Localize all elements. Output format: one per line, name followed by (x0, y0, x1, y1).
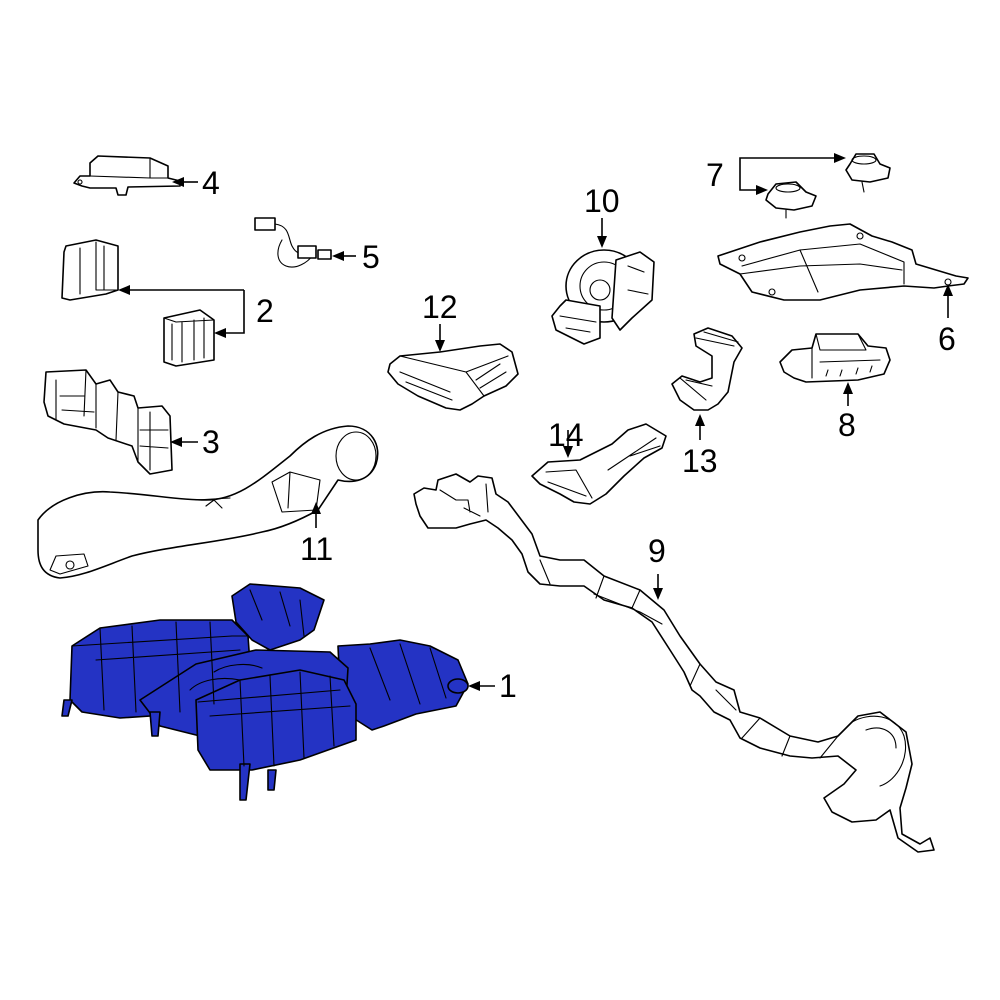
callout-8[interactable]: 8 (838, 407, 856, 443)
callout-12[interactable]: 12 (422, 289, 458, 325)
callout-5[interactable]: 5 (362, 239, 380, 275)
part-4-control-module[interactable] (73, 155, 181, 196)
callout-14[interactable]: 14 (548, 417, 584, 453)
part-12-intake-duct[interactable] (387, 343, 519, 411)
part-11-air-duct[interactable] (37, 425, 379, 579)
part-1-hybrid-battery-assembly[interactable] (61, 583, 469, 801)
part-10-blower-motor[interactable] (551, 249, 655, 345)
callout-6[interactable]: 6 (938, 321, 956, 357)
part-5-wire-harness[interactable] (254, 217, 332, 268)
callout-10[interactable]: 10 (584, 183, 620, 219)
part-3-duct-bracket[interactable] (43, 369, 173, 475)
leader-lines (118, 153, 953, 691)
callout-7[interactable]: 7 (706, 157, 724, 193)
part-9-main-harness[interactable] (413, 473, 935, 853)
callout-2[interactable]: 2 (256, 293, 274, 329)
part-13-outlet-duct[interactable] (671, 327, 743, 411)
callout-9[interactable]: 9 (648, 533, 666, 569)
callout-4[interactable]: 4 (202, 165, 220, 201)
part-7-mounts[interactable] (765, 153, 891, 219)
callout-3[interactable]: 3 (202, 424, 220, 460)
callout-1[interactable]: 1 (499, 668, 517, 704)
callout-13[interactable]: 13 (682, 443, 718, 479)
part-2-brackets[interactable] (61, 239, 215, 367)
part-8-relay-block[interactable] (779, 333, 891, 383)
callout-11[interactable]: 11 (300, 531, 333, 567)
part-14-duct[interactable] (531, 423, 667, 505)
callout-numbers: 1 2 3 4 5 6 7 8 9 10 11 12 13 14 (202, 157, 956, 704)
part-6-plate[interactable] (717, 223, 969, 301)
